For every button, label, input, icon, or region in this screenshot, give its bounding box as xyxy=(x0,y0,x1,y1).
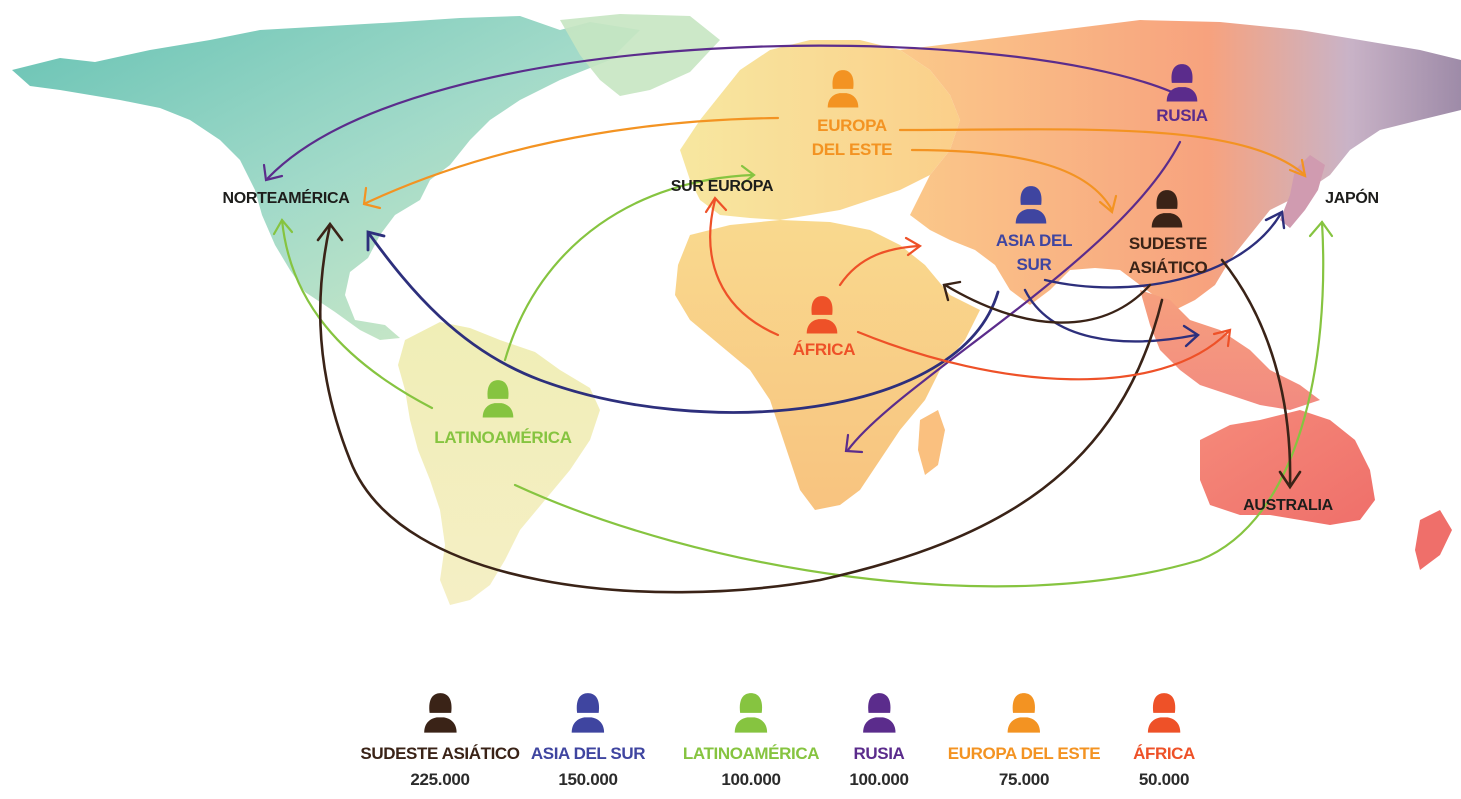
flow-rusia-norteamerica xyxy=(266,44,1174,180)
legend-value: 225.000 xyxy=(410,770,470,789)
destination-label-australia: AUSTRALIA xyxy=(1243,497,1333,514)
flow-latam-sureuropa xyxy=(503,173,754,362)
arrowhead xyxy=(1098,194,1118,214)
arrowhead xyxy=(1308,220,1334,238)
region-southeast-asia xyxy=(1140,290,1320,410)
flow-asiasur-norteamerica xyxy=(368,233,1000,414)
destination-label-sur-europa: SUR EUROPA xyxy=(670,178,774,195)
origin-label-sudeste-asiatico: SUDESTE ASIÁTICO xyxy=(1128,234,1208,277)
arrowhead xyxy=(740,164,756,186)
origin-label-rusia: RUSIA xyxy=(1156,106,1208,125)
continent-north-america xyxy=(12,16,640,340)
legend-name: EUROPA DEL ESTE xyxy=(947,744,1101,763)
person-icon-rusia xyxy=(1166,64,1198,102)
flow-asiasur-sudeste xyxy=(1023,288,1198,343)
flow-sudeste-norteamerica xyxy=(318,223,1164,594)
continent-africa xyxy=(675,220,980,510)
arrowhead xyxy=(942,280,962,302)
continent-asia xyxy=(900,20,1461,310)
arrowhead xyxy=(316,221,344,242)
person-icon-africa xyxy=(806,296,838,334)
legend-name: SUDESTE ASIÁTICO xyxy=(360,744,520,763)
person-icon xyxy=(1006,690,1042,734)
flow-africa-sudeste xyxy=(856,330,1230,381)
person-icon xyxy=(422,690,458,734)
arrowhead xyxy=(704,196,728,214)
person-icon xyxy=(733,690,769,734)
destination-label-japon: JAPÓN xyxy=(1325,190,1379,207)
legend-value: 150.000 xyxy=(558,770,618,789)
legend-name: ÁFRICA xyxy=(1133,744,1195,763)
person-icon xyxy=(861,690,897,734)
flow-asiasur-japon xyxy=(1043,213,1282,289)
legend-name: RUSIA xyxy=(853,744,905,763)
flow-europa-japon xyxy=(898,128,1307,177)
arrowhead xyxy=(904,236,922,257)
origin-label-europa-del-este: EUROPA DEL ESTE xyxy=(811,116,893,159)
legend-item-sudeste-asiatico: SUDESTE ASIÁTICO 225.000 xyxy=(360,690,520,790)
arrowhead xyxy=(366,230,386,252)
person-icon-latinoamerica xyxy=(482,380,514,418)
arrowhead xyxy=(262,163,284,182)
origin-label-africa: ÁFRICA xyxy=(792,340,856,359)
arrowhead xyxy=(1264,210,1286,230)
arrowhead xyxy=(1288,158,1307,178)
legend-item-africa: ÁFRICA 50.000 xyxy=(1133,690,1195,790)
arrowhead xyxy=(1212,328,1232,348)
flow-latam-japon xyxy=(513,220,1325,588)
arrowhead xyxy=(1278,470,1302,490)
arrowhead xyxy=(844,433,864,454)
origin-label-latinoamerica: LATINOAMÉRICA xyxy=(434,428,572,447)
legend-value: 75.000 xyxy=(998,770,1050,789)
arrowhead xyxy=(272,218,294,236)
legend-item-rusia: RUSIA 100.000 xyxy=(849,690,909,790)
island-madagascar xyxy=(918,410,945,475)
flow-sudeste-australia xyxy=(1220,258,1292,487)
legend-value: 100.000 xyxy=(721,770,781,789)
flow-latam-norteamerica xyxy=(280,218,434,410)
origin-label-asia-del-sur: ASIA DEL SUR xyxy=(995,231,1073,274)
arrowhead xyxy=(362,186,382,210)
flow-europa-sudeste xyxy=(910,148,1114,212)
legend-value: 100.000 xyxy=(849,770,909,789)
flow-europa-norteamerica xyxy=(364,116,780,205)
flow-africa-oriente-medio xyxy=(838,244,920,287)
legend-item-latinoamerica: LATINOAMÉRICA 100.000 xyxy=(683,690,819,790)
destination-label-norteamerica: NORTEAMÉRICA xyxy=(222,190,350,207)
person-icon-asia-del-sur xyxy=(1015,186,1047,224)
arrowhead xyxy=(1182,324,1200,348)
person-icon-europa-del-este xyxy=(827,70,859,108)
island-new-zealand xyxy=(1415,510,1452,570)
legend-name: LATINOAMÉRICA xyxy=(682,744,820,763)
legend-name: ASIA DEL SUR xyxy=(530,744,646,763)
person-icon xyxy=(1146,690,1182,734)
continent-south-america xyxy=(398,322,600,605)
legend-item-asia-del-sur: ASIA DEL SUR 150.000 xyxy=(530,690,646,790)
flow-sudeste-oriente-medio xyxy=(943,283,1152,324)
person-icon xyxy=(570,690,606,734)
person-icon-sudeste-asiatico xyxy=(1151,190,1183,228)
island-japan xyxy=(1280,155,1325,228)
flow-africa-sureuropa xyxy=(709,198,780,337)
legend-value: 50.000 xyxy=(1138,770,1190,789)
legend-item-europa-del-este: EUROPA DEL ESTE 75.000 xyxy=(947,690,1101,790)
